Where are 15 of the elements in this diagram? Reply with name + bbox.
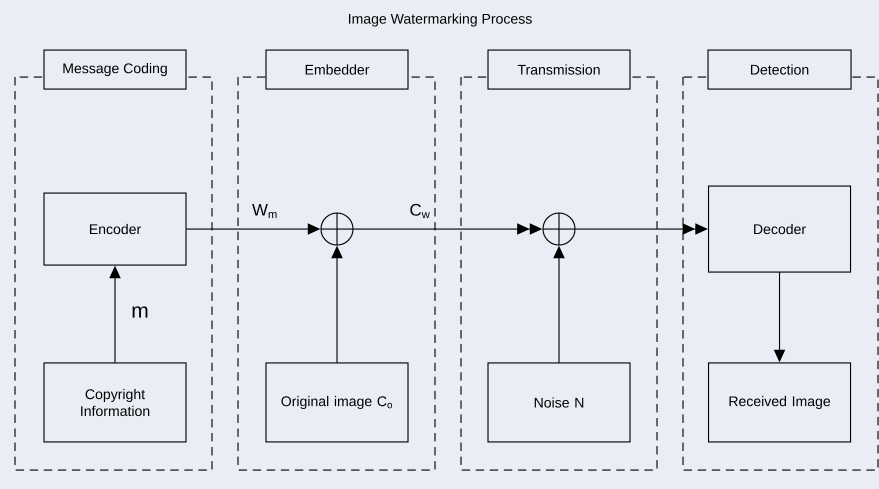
node-label: Transmission bbox=[518, 64, 600, 75]
process-box: Decoder bbox=[708, 185, 852, 273]
process-box: Noise N bbox=[487, 362, 631, 443]
adder-symbol bbox=[542, 212, 576, 246]
process-box: Encoder bbox=[43, 192, 187, 266]
node-label: Message Coding bbox=[63, 62, 167, 76]
process-box: Received Image bbox=[708, 362, 852, 443]
node-label: Embedder bbox=[306, 64, 370, 75]
process-box: Original image C$_{o}$ bbox=[265, 362, 409, 443]
edge-label: W$_{m}$ bbox=[250, 202, 280, 220]
edge-label: C$_{w}$ bbox=[408, 202, 432, 220]
title: Image Watermarking Process bbox=[349, 13, 532, 27]
process-box: Copyright Information bbox=[43, 362, 187, 443]
node-label: Detection bbox=[750, 64, 808, 75]
adder-symbol bbox=[320, 212, 354, 246]
